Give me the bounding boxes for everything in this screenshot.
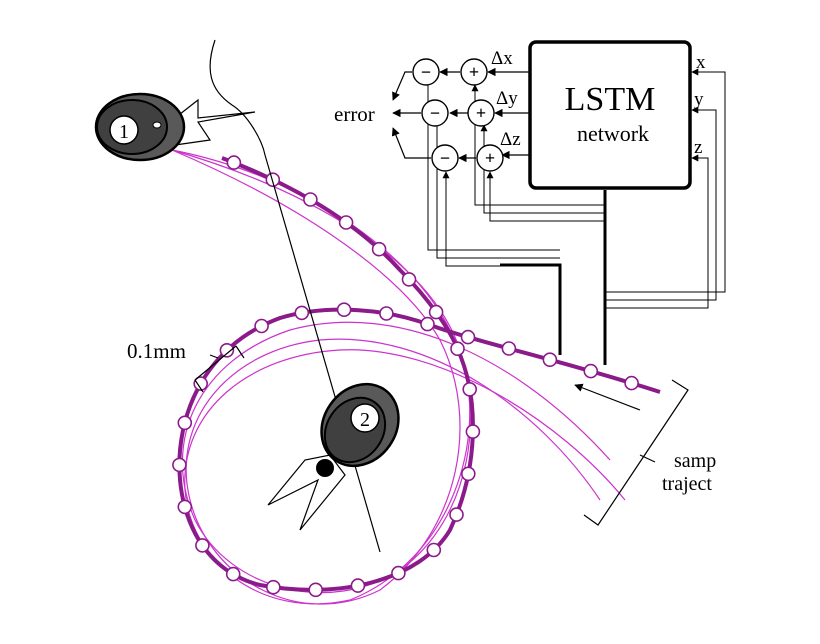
sample-point [542, 352, 558, 368]
reference-trajectories [171, 149, 626, 605]
reference-trajectory-3 [171, 149, 626, 605]
sample-point [177, 499, 193, 515]
lstm-block: LSTM network x y z Δx Δy Δz [491, 40, 706, 190]
plus-op-2-sign: + [476, 103, 486, 123]
error-label: error [334, 102, 375, 126]
minus-op-2 [421, 99, 449, 127]
feed-wire-main [500, 263, 562, 355]
tool-2-badge [350, 403, 380, 433]
sample-point [303, 192, 318, 207]
lstm-input-y: y [694, 89, 704, 110]
sample-point [449, 507, 464, 522]
tool-1-label: 1 [119, 121, 129, 143]
sample-point [465, 424, 481, 439]
sample-point [426, 542, 442, 558]
scale-bar-leader [209, 354, 219, 359]
sample-point [420, 316, 435, 332]
minus-op-2-sign: − [430, 103, 440, 123]
minus-op-1 [412, 58, 440, 86]
sample-point [219, 342, 235, 358]
sample-point [225, 566, 241, 582]
tool-2-label: 2 [360, 409, 370, 431]
minus-op-3 [431, 144, 459, 172]
sample-point [391, 565, 406, 581]
sample-point [350, 578, 366, 593]
sample-label-line2: traject [662, 473, 712, 495]
minus-to-error-1 [392, 71, 412, 101]
tool-1: 1 [94, 39, 266, 162]
label-clip [727, 440, 820, 510]
bus-wire-6 [486, 171, 605, 222]
sample-point [265, 172, 281, 187]
bus-wire-x [605, 68, 726, 293]
lstm-input-x: x [696, 52, 706, 73]
sample-point [501, 341, 517, 356]
sample-point [195, 538, 210, 553]
sample-points [172, 155, 639, 598]
plus-op-3 [476, 144, 504, 172]
tool-2: 2 [267, 382, 400, 531]
sample-point [336, 302, 352, 318]
bus-wire-z [605, 154, 709, 309]
plus-op-3-sign: + [485, 148, 495, 168]
tool-1-gripper [174, 98, 256, 146]
bus-wire-3 [442, 171, 560, 267]
sample-point [294, 305, 310, 321]
sample-point [308, 582, 324, 598]
tool-1-sensor [152, 121, 162, 129]
sample-point [401, 272, 417, 287]
bus-wire-1 [427, 85, 560, 251]
sample-trajectory [177, 156, 661, 592]
sample-point [177, 415, 193, 431]
direction-arrow [574, 383, 641, 411]
lstm-input-z: z [694, 137, 702, 158]
output-wires [391, 67, 530, 163]
minus-to-error-3 [391, 127, 431, 159]
plus-op-1 [460, 58, 488, 86]
sample-point [265, 579, 281, 595]
sample-point [254, 318, 269, 334]
sample-point [172, 457, 187, 473]
bus-wire-2 [436, 125, 560, 259]
scale-bar-mark [194, 345, 245, 393]
lstm-title: LSTM [565, 81, 656, 118]
sample-bracket: samp traject [583, 379, 820, 526]
sample-point [379, 306, 394, 321]
plus-op-1-sign: + [469, 62, 479, 82]
tool-1-arm [209, 39, 266, 156]
lstm-output-dx: Δx [491, 48, 513, 69]
minus-op-1-sign: − [421, 62, 431, 82]
bus-wire-y [605, 106, 717, 301]
sample-point [450, 341, 465, 357]
minus-op-3-sign: − [440, 148, 450, 168]
tool-2-contact [316, 459, 334, 477]
reference-trajectory-2 [171, 149, 601, 605]
lstm-subtitle: network [577, 121, 649, 146]
sample-bracket-line [583, 379, 689, 526]
scale-label: 0.1mm [127, 339, 186, 363]
sample-point [371, 241, 387, 257]
lstm-box [528, 40, 692, 190]
sample-point [193, 376, 208, 391]
sample-point [460, 466, 476, 482]
operators: − + − + − + [412, 58, 504, 172]
sample-point [460, 329, 476, 345]
tether-line [264, 154, 381, 553]
tool-1-badge [109, 115, 139, 145]
sample-point [624, 375, 639, 391]
sample-point [428, 304, 444, 320]
sample-point [583, 363, 599, 379]
lstm-output-dy: Δy [496, 88, 518, 109]
sample-point [226, 155, 242, 170]
lstm-output-dz: Δz [500, 129, 521, 150]
scale-bar: 0.1mm [127, 339, 245, 393]
sample-label-line1: samp [674, 450, 716, 472]
sample-point [462, 381, 478, 397]
sample-point [338, 215, 354, 230]
plus-op-2 [467, 99, 495, 127]
